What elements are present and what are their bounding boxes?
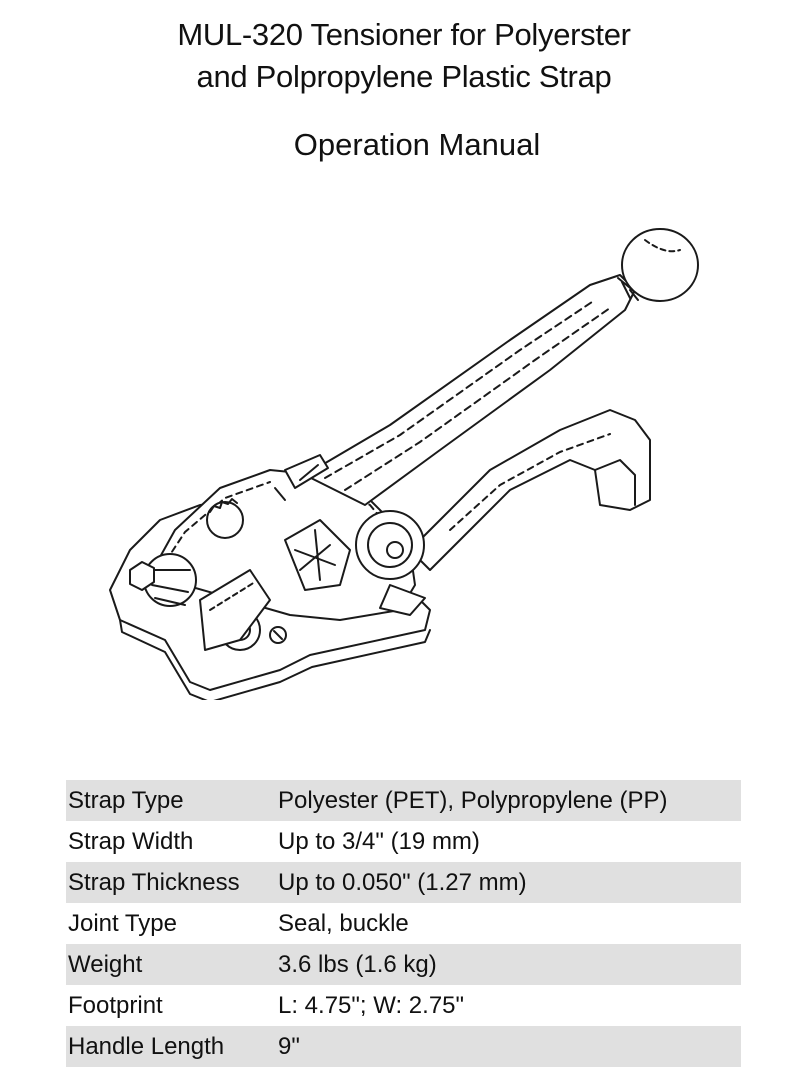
table-row: Handle Length 9" xyxy=(66,1026,741,1067)
spec-label: Joint Type xyxy=(68,909,177,937)
spec-label: Weight xyxy=(66,944,274,985)
spec-label: Footprint xyxy=(68,991,163,1019)
spec-label: Strap Type xyxy=(66,780,274,821)
spec-value: L: 4.75"; W: 2.75" xyxy=(278,991,465,1019)
table-row: Strap Thickness Up to 0.050" (1.27 mm) xyxy=(66,862,741,903)
spec-value: Up to 3/4" (19 mm) xyxy=(278,827,480,855)
spec-label: Handle Length xyxy=(66,1026,274,1067)
strap-tensioner-illustration xyxy=(109,228,699,700)
spec-value: Polyester (PET), Polypropylene (PP) xyxy=(274,780,741,821)
table-row: Footprint L: 4.75"; W: 2.75" xyxy=(66,985,741,1026)
table-row: Strap Width Up to 3/4" (19 mm) xyxy=(66,821,741,862)
spec-value: Seal, buckle xyxy=(278,909,409,937)
table-row: Strap Type Polyester (PET), Polypropylen… xyxy=(66,780,741,821)
document-title: MUL-320 Tensioner for Polyerster and Pol… xyxy=(0,14,808,98)
table-row: Weight 3.6 lbs (1.6 kg) xyxy=(66,944,741,985)
table-row: Joint Type Seal, buckle xyxy=(66,903,741,944)
spec-value: Up to 0.050" (1.27 mm) xyxy=(274,862,741,903)
spec-label: Strap Thickness xyxy=(66,862,274,903)
document-subtitle: Operation Manual xyxy=(293,127,541,162)
title-line-2: and Polpropylene Plastic Strap xyxy=(196,59,612,94)
specifications-table: Strap Type Polyester (PET), Polypropylen… xyxy=(66,780,741,1067)
spec-value: 9" xyxy=(274,1026,741,1067)
spec-label: Strap Width xyxy=(68,827,194,855)
title-line-1: MUL-320 Tensioner for Polyerster xyxy=(177,17,631,52)
spec-value: 3.6 lbs (1.6 kg) xyxy=(274,944,741,985)
